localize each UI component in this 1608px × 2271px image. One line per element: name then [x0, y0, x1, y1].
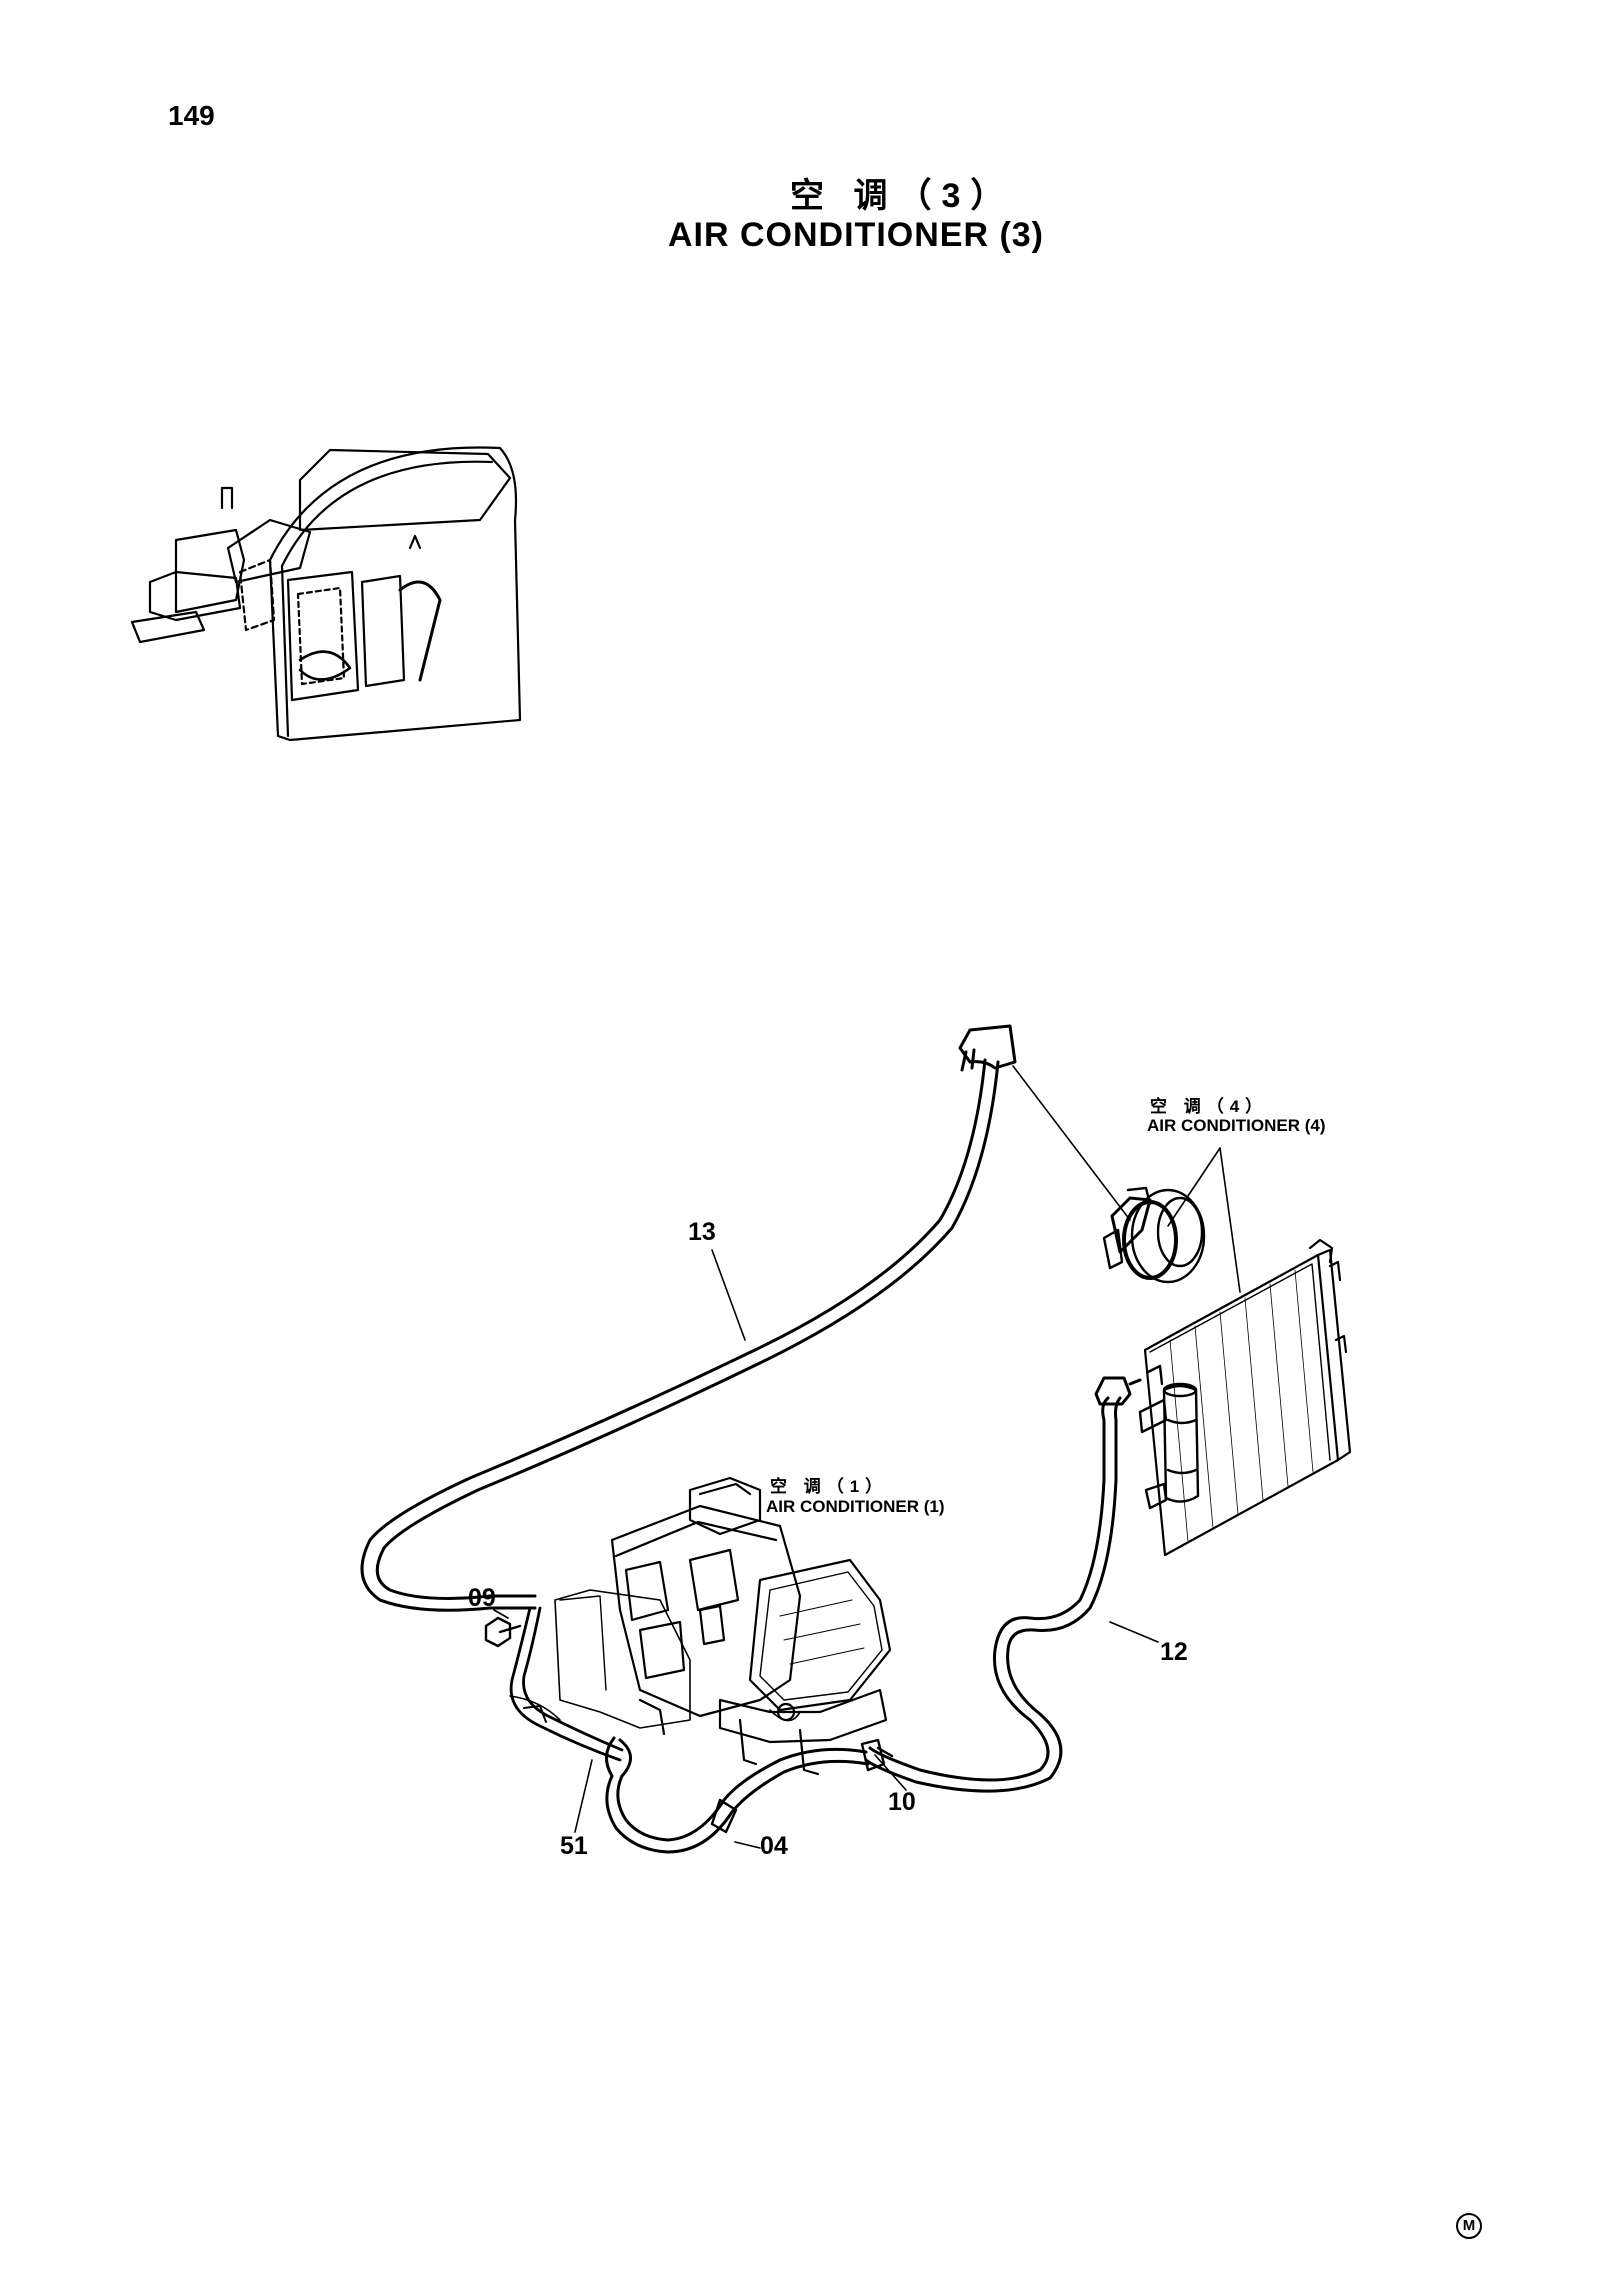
callout-13: 13: [688, 1218, 716, 1246]
hose-lower: [605, 1736, 870, 1854]
callout-04: 04: [760, 1832, 788, 1860]
reference-ac4-chinese: 空 调（4）: [1150, 1097, 1269, 1116]
callout-12: 12: [1160, 1638, 1188, 1666]
ac-unit-icon: [554, 1476, 892, 1776]
hose-51: [509, 1606, 624, 1762]
reference-ac1-english: AIR CONDITIONER (1): [766, 1497, 945, 1516]
leader-lines: [493, 1065, 1241, 1849]
hose-clamp-icon: [710, 1738, 894, 1834]
receiver-dryer-icon: [1138, 1364, 1200, 1510]
corner-mark: M: [1456, 2213, 1482, 2239]
title-chinese: 空 调（3）: [790, 177, 1015, 215]
reference-ac1-chinese: 空 调（1）: [770, 1477, 889, 1496]
hose-13: [360, 1024, 1017, 1612]
callout-51: 51: [560, 1832, 588, 1860]
condenser-icon: [1143, 1238, 1352, 1557]
hose-12: [864, 1376, 1142, 1793]
reference-ac4-english: AIR CONDITIONER (4): [1147, 1116, 1326, 1135]
compressor-icon: [1102, 1186, 1206, 1284]
title-english: AIR CONDITIONER (3): [668, 216, 1044, 254]
excavator-cab-icon: [130, 446, 522, 742]
bolt-icon: [484, 1616, 522, 1648]
callout-10: 10: [888, 1788, 916, 1816]
page-number: 149: [168, 100, 215, 131]
